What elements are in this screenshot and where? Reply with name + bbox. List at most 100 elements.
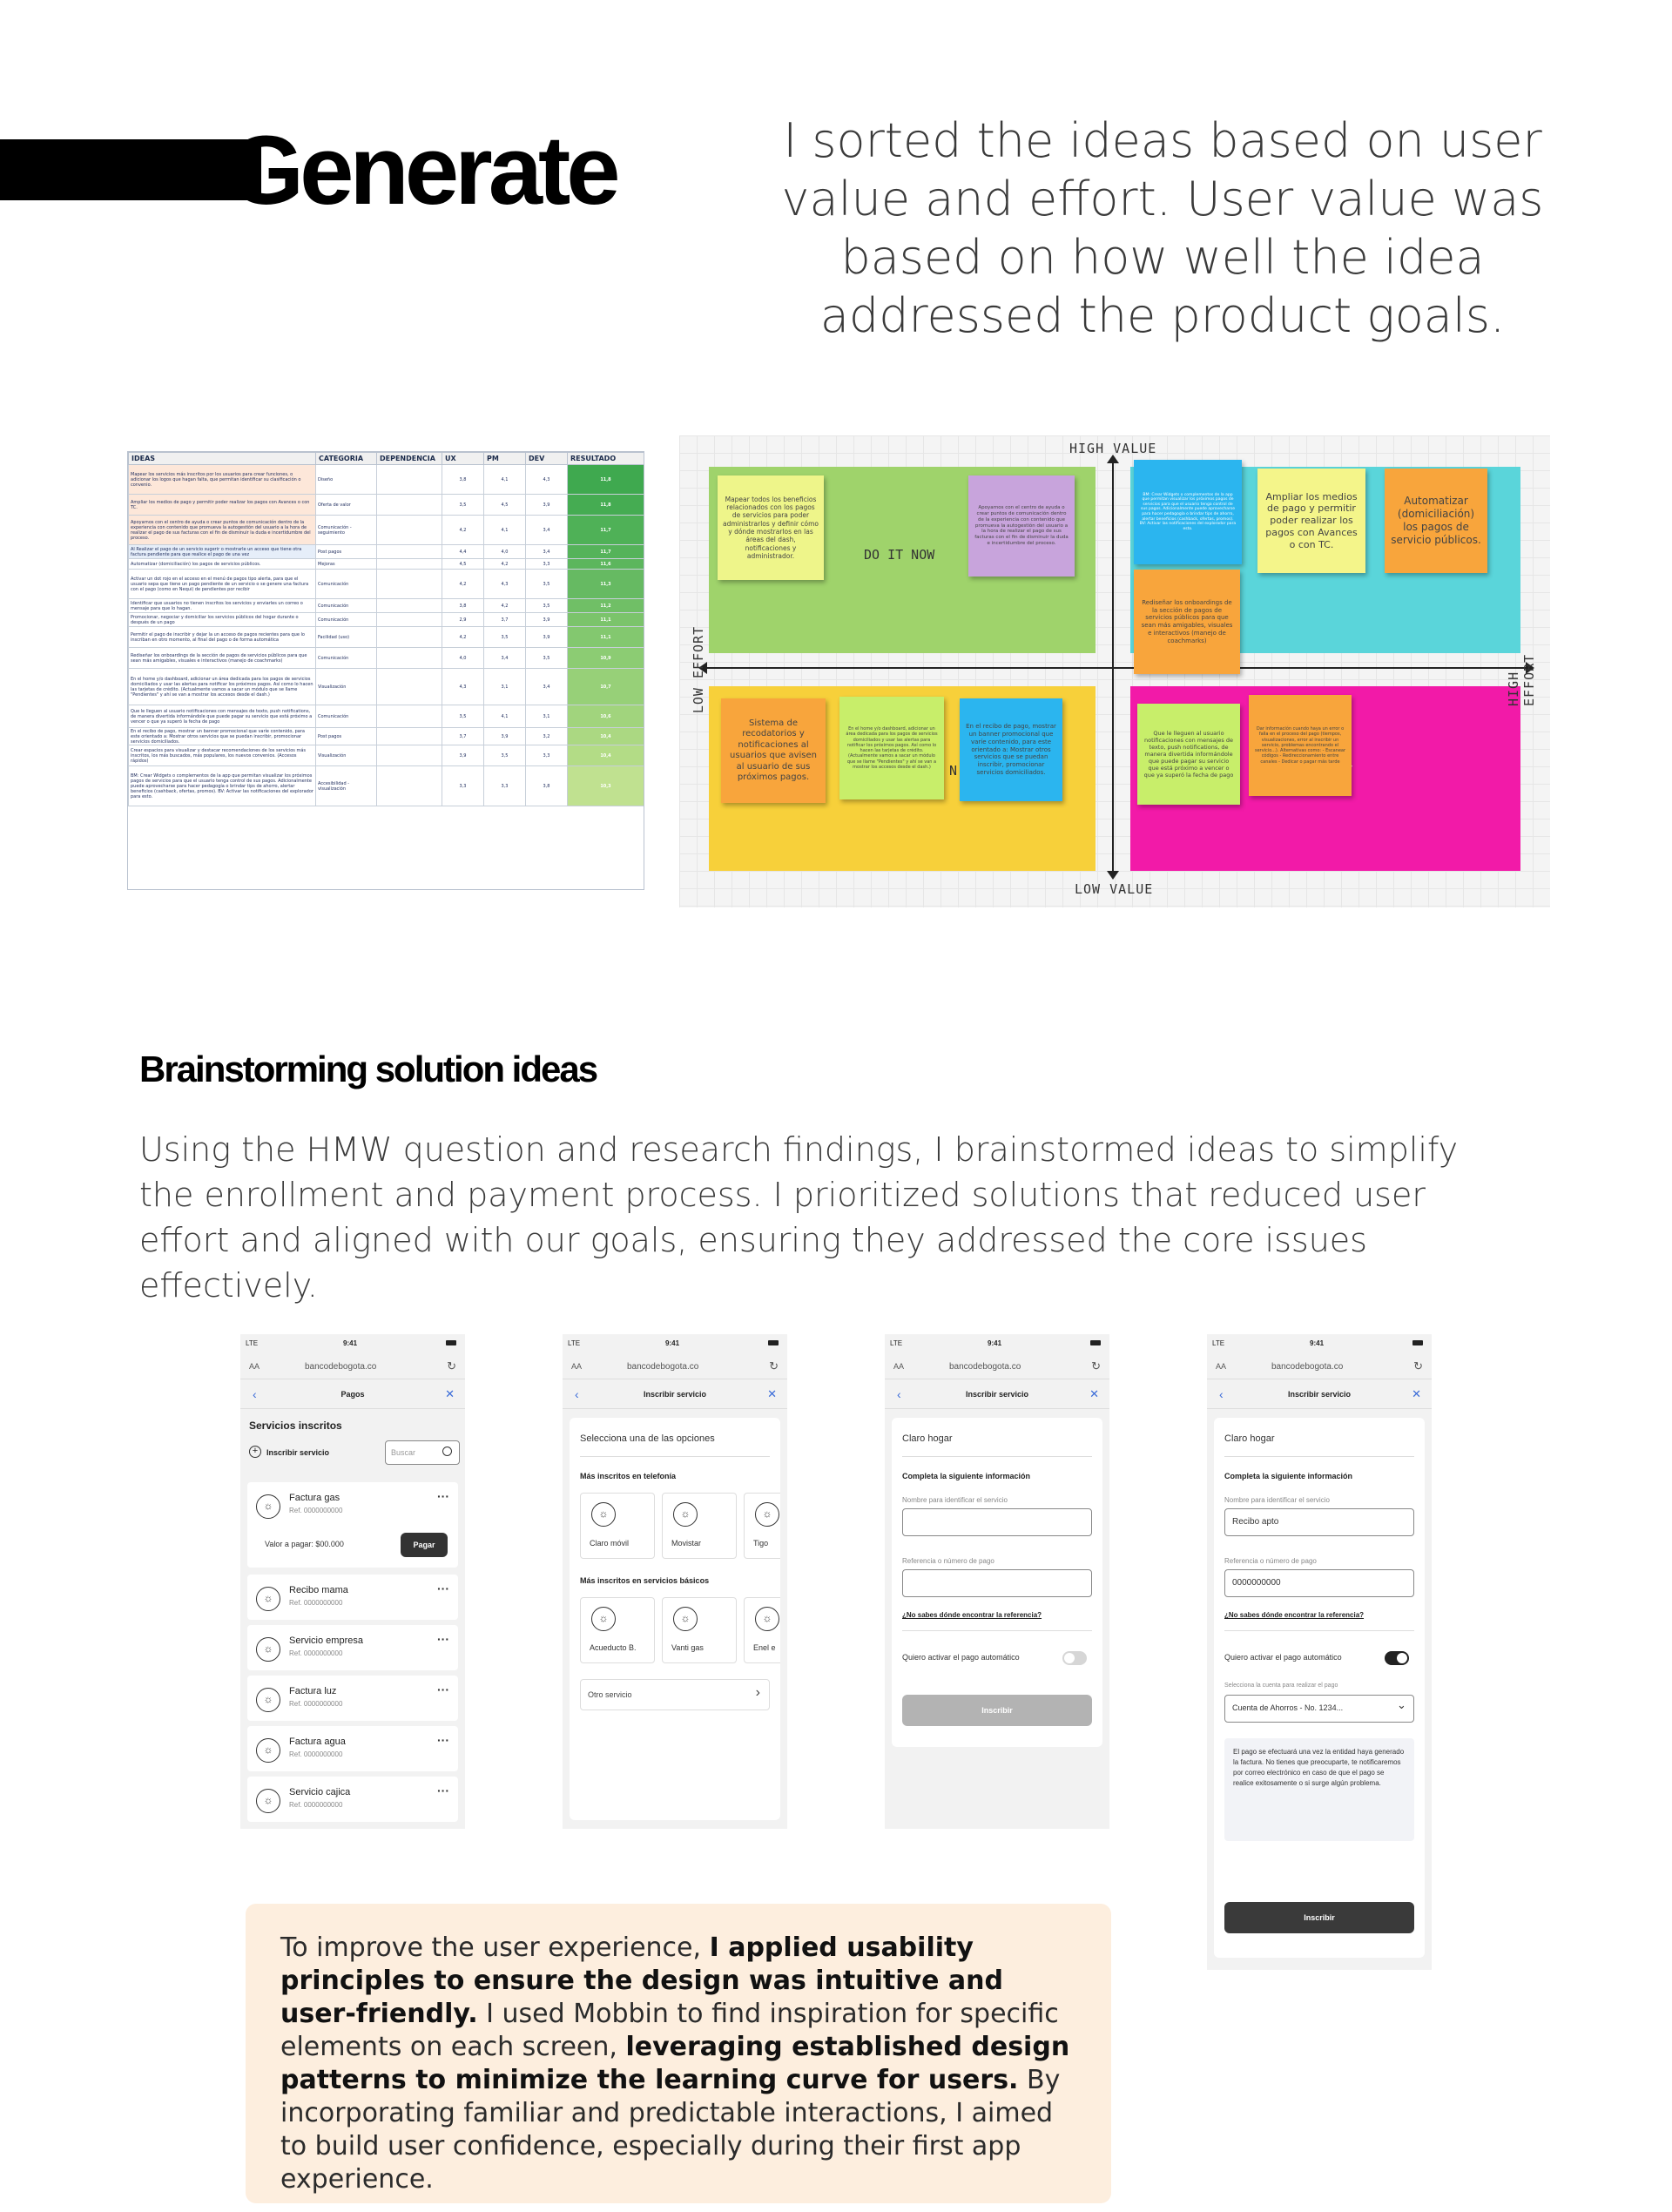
more-icon[interactable]: ···	[437, 1489, 449, 1503]
close-icon[interactable]: ✕	[445, 1387, 455, 1400]
help-link[interactable]: ¿No sabes dónde encontrar la referencia?	[1224, 1611, 1365, 1619]
reload-icon[interactable]: ↻	[769, 1359, 779, 1372]
more-icon[interactable]: ···	[437, 1733, 449, 1747]
idea-cell: Permitir el pago de inscribir y dejar la…	[128, 626, 316, 648]
sticky-note: En el recibo de pago, mostrar un banner …	[960, 698, 1062, 801]
nav-title: Pagos	[340, 1390, 365, 1399]
service-tile[interactable]: ☼Claro móvil	[580, 1493, 655, 1559]
back-icon[interactable]: ‹	[897, 1387, 901, 1401]
phone-screen-form-empty: LTE 9:41 AA bancodebogota.co ↻ ‹ Inscrib…	[885, 1334, 1109, 1829]
table-row: Automatizar (domiciliación) los pagos de…	[128, 558, 644, 570]
category-cell: Facilidad (uso)	[315, 626, 377, 648]
submit-button[interactable]: Inscribir	[1224, 1902, 1414, 1933]
browser-url-bar[interactable]: AA bancodebogota.co ↻	[885, 1353, 1109, 1379]
reload-icon[interactable]: ↻	[1091, 1359, 1101, 1372]
ux-cell: 4,5	[442, 558, 484, 570]
back-icon[interactable]: ‹	[253, 1387, 257, 1401]
text-size-button[interactable]: AA	[571, 1362, 583, 1371]
phone-screen-form-filled: LTE 9:41 AA bancodebogota.co ↻ ‹ Inscrib…	[1207, 1334, 1432, 1970]
browser-url-bar[interactable]: AA bancodebogota.co ↻	[1207, 1353, 1432, 1379]
service-tile[interactable]: ☼Acueducto B.	[580, 1597, 655, 1663]
name-input[interactable]: Recibo apto	[1224, 1508, 1414, 1536]
bulb-icon: ☼	[591, 1607, 616, 1631]
service-item[interactable]: ☼ Factura luz Ref. 0000000000 ···	[247, 1676, 458, 1721]
chevron-right-icon: ›	[755, 1685, 760, 1700]
telefonia-carousel[interactable]: ☼Claro móvil ☼Movistar ☼Tigo	[580, 1493, 780, 1561]
name-input[interactable]	[902, 1508, 1092, 1536]
result-cell: 10,3	[567, 765, 644, 806]
close-icon[interactable]: ✕	[1412, 1387, 1421, 1400]
divider	[580, 1456, 770, 1457]
other-service-label: Otro servicio	[588, 1690, 632, 1699]
ref-label: Referencia o número de pago	[902, 1557, 994, 1565]
back-icon[interactable]: ‹	[1219, 1387, 1224, 1401]
dependency-cell	[376, 765, 442, 806]
result-cell: 10,9	[567, 647, 644, 669]
back-icon[interactable]: ‹	[575, 1387, 579, 1401]
ref-input[interactable]: 0000000000	[1224, 1569, 1414, 1597]
table-row: Que le lleguen al usuario notificaciones…	[128, 705, 644, 728]
service-tile[interactable]: ☼Vanti gas	[662, 1597, 737, 1663]
column-header: PM	[483, 452, 526, 465]
add-circle-icon[interactable]: +	[249, 1446, 261, 1458]
close-icon[interactable]: ✕	[767, 1387, 777, 1400]
auto-pay-toggle[interactable]	[1062, 1651, 1087, 1665]
service-tile[interactable]: ☼Enel e	[744, 1597, 780, 1663]
more-icon[interactable]: ···	[437, 1784, 449, 1797]
quadrant-label-partial-bl: N	[949, 763, 958, 779]
dependency-cell	[376, 558, 442, 570]
other-service-row[interactable]: Otro servicio ›	[580, 1679, 770, 1710]
bulb-icon: ☼	[591, 1502, 616, 1527]
servicios-carousel[interactable]: ☼Acueducto B. ☼Vanti gas ☼Enel e	[580, 1597, 780, 1665]
category-cell: Mejoras	[315, 558, 377, 570]
pm-cell: 3,5	[483, 745, 526, 766]
nav-title: Inscribir servicio	[1287, 1390, 1352, 1399]
help-link[interactable]: ¿No sabes dónde encontrar la referencia?	[902, 1611, 1042, 1619]
service-item[interactable]: ☼ Recibo mama Ref. 0000000000 ···	[247, 1575, 458, 1620]
section-title: Brainstorming solution ideas	[139, 1049, 598, 1089]
more-icon[interactable]: ···	[437, 1683, 449, 1696]
reload-icon[interactable]: ↻	[447, 1359, 456, 1372]
idea-cell: Rediseñar los onboardings de la sección …	[128, 647, 316, 669]
more-icon[interactable]: ···	[437, 1581, 449, 1595]
pm-cell: 4,1	[483, 464, 526, 495]
service-item[interactable]: ☼ Servicio empresa Ref. 0000000000 ···	[247, 1625, 458, 1670]
signal-indicator: LTE	[890, 1339, 903, 1347]
browser-url-bar[interactable]: AA bancodebogota.co ↻	[563, 1353, 787, 1379]
auto-pay-toggle[interactable]	[1385, 1651, 1409, 1665]
pm-cell: 4,0	[483, 544, 526, 559]
service-tile[interactable]: ☼Movistar	[662, 1493, 737, 1559]
dev-cell: 3,9	[525, 612, 568, 627]
table-row: Activar un dot rojo en el acceso en el m…	[128, 569, 644, 599]
service-tile[interactable]: ☼Tigo	[744, 1493, 780, 1559]
dev-cell: 3,3	[525, 558, 568, 570]
title-accent-bar	[0, 139, 261, 200]
text-size-button[interactable]: AA	[893, 1362, 905, 1371]
dev-cell: 3,4	[525, 515, 568, 545]
service-item[interactable]: ☼ Factura gas Ref. 0000000000 ··· Valor …	[247, 1482, 458, 1568]
idea-cell: Automatizar (domiciliación) los pagos de…	[128, 558, 316, 570]
service-item[interactable]: ☼ Factura agua Ref. 0000000000 ···	[247, 1726, 458, 1771]
add-service-button[interactable]: Inscribir servicio	[266, 1448, 330, 1457]
more-icon[interactable]: ···	[437, 1632, 449, 1646]
service-ref: Ref. 0000000000	[289, 1750, 343, 1758]
pm-cell: 3,1	[483, 668, 526, 705]
ref-input[interactable]	[902, 1569, 1092, 1597]
clock: 9:41	[1310, 1339, 1325, 1347]
idea-cell: Identificar que usuarios no tienen inscr…	[128, 598, 316, 613]
account-select[interactable]: Cuenta de Ahorros - No. 1234...	[1224, 1695, 1414, 1723]
pm-cell: 4,2	[483, 598, 526, 613]
text-size-button[interactable]: AA	[1216, 1362, 1227, 1371]
reload-icon[interactable]: ↻	[1413, 1359, 1423, 1372]
service-ref: Ref. 0000000000	[289, 1599, 343, 1607]
pay-button[interactable]: Pagar	[401, 1533, 448, 1557]
submit-button[interactable]: Inscribir	[902, 1695, 1092, 1726]
service-item[interactable]: ☼ Servicio cajica Ref. 0000000000 ···	[247, 1777, 458, 1822]
value-effort-matrix: HIGH VALUE LOW VALUE LOW EFFORT HIGH EFF…	[679, 435, 1550, 907]
text-size-button[interactable]: AA	[249, 1362, 260, 1371]
service-name: Servicio empresa	[289, 1635, 363, 1646]
browser-url-bar[interactable]: AA bancodebogota.co ↻	[240, 1353, 465, 1379]
close-icon[interactable]: ✕	[1089, 1387, 1099, 1400]
